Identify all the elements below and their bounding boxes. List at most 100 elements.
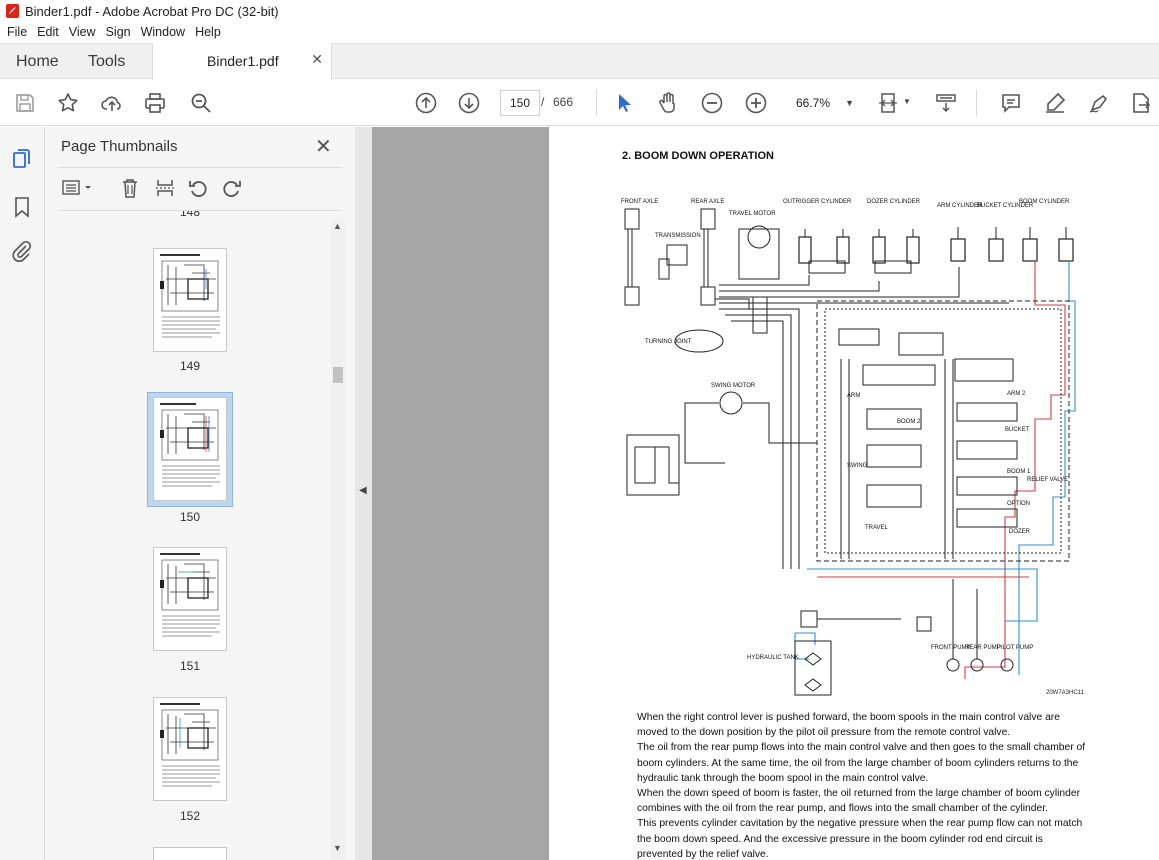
close-panel-icon[interactable]: ✕ [315, 136, 332, 158]
page-thumbnail-151[interactable] [153, 547, 227, 651]
label-outrigger-cylinder: OUTRIGGER CYLINDER [783, 199, 852, 205]
label-rear-axle: REAR AXLE [691, 199, 724, 205]
scroll-down-icon[interactable]: ▼ [333, 843, 342, 853]
thumbnail-label: 152 [179, 809, 201, 823]
comment-icon[interactable] [999, 91, 1023, 115]
menu-edit[interactable]: Edit [37, 25, 59, 39]
menu-help[interactable]: Help [195, 25, 221, 39]
title-bar: Binder1.pdf - Adobe Acrobat Pro DC (32-b… [0, 0, 1159, 22]
highlight-pen-icon[interactable] [1043, 91, 1067, 115]
label-travel: TRAVEL [865, 525, 889, 531]
scroll-up-icon[interactable]: ▲ [333, 221, 342, 231]
sign-pen-icon[interactable] [1087, 91, 1111, 115]
scrollbar-thumb[interactable] [333, 367, 343, 383]
label-arm: ARM [847, 393, 860, 399]
scroll-mode-icon[interactable] [934, 91, 958, 115]
label-transmission: TRANSMISSION [655, 233, 701, 239]
menu-sign[interactable]: Sign [105, 25, 131, 39]
toolbar-divider [976, 90, 977, 116]
page-total: 666 [553, 95, 574, 109]
zoom-level-dropdown[interactable]: 66.7% ▼ [788, 90, 860, 116]
zoom-level-value: 66.7% [796, 96, 831, 110]
select-cursor-icon[interactable] [612, 91, 636, 115]
label-pilot-pump: PILOT PUMP [997, 645, 1033, 651]
menu-window[interactable]: Window [140, 25, 186, 39]
main-toolbar: 150 / 666 66.7% ▼ ▼ [0, 80, 1159, 126]
page-heading: 2. BOOM DOWN OPERATION [622, 150, 774, 162]
print-icon[interactable] [143, 91, 167, 115]
panel-splitter[interactable]: ◀ [355, 127, 372, 860]
label-hydraulic-tank: HYDRAULIC TANK [747, 655, 799, 661]
thumbnail-list: 148 149 [45, 211, 345, 860]
thumbnail-scrollbar[interactable]: ▲ ▼ [331, 219, 345, 860]
close-tab-icon[interactable]: ✕ [311, 51, 323, 67]
zoom-in-icon[interactable] [744, 91, 768, 115]
label-front-pump: FRONT PUMP [931, 645, 971, 651]
chevron-down-icon: ▼ [845, 98, 854, 108]
rotate-left-icon[interactable] [187, 177, 209, 199]
hydraulic-circuit-diagram: FRONT AXLE REAR AXLE TRAVEL MOTOR OUTRIG… [621, 199, 1076, 696]
thumbnail-label: 151 [179, 659, 201, 673]
label-boom-cylinder: BOOM CYLINDER [1019, 199, 1070, 205]
label-arm-cylinder: ARM CYLINDER [937, 203, 983, 209]
page-number-input[interactable]: 150 [500, 90, 540, 116]
label-option: OPTION [1007, 501, 1030, 507]
thumbnail-preview [160, 703, 220, 787]
document-view[interactable]: 2. BOOM DOWN OPERATION FRONT AXLE REAR A… [372, 127, 1159, 860]
panel-toolbar [59, 175, 341, 203]
tab-home[interactable]: Home [16, 53, 59, 70]
label-swing: SWING [847, 463, 868, 469]
thumbnail-preview [160, 254, 220, 338]
hand-tool-icon[interactable] [656, 91, 680, 115]
pdf-app-icon [6, 4, 19, 18]
left-nav-rail [0, 127, 45, 860]
pdf-page: 2. BOOM DOWN OPERATION FRONT AXLE REAR A… [549, 127, 1159, 860]
tab-document[interactable]: Binder1.pdf ✕ [152, 43, 332, 80]
thumbnail-preview [160, 553, 220, 637]
delete-page-icon[interactable] [119, 177, 141, 199]
zoom-out-icon[interactable] [700, 91, 724, 115]
tabs-row: Home Tools Binder1.pdf ✕ [0, 43, 1159, 80]
save-icon[interactable] [13, 91, 37, 115]
extract-page-icon[interactable] [154, 177, 176, 199]
label-turning-joint: TURNING JOINT [645, 339, 692, 345]
label-rear-pump: REAR PUMP [965, 645, 1001, 651]
attachment-icon[interactable] [10, 239, 34, 263]
body-text: When the right control lever is pushed f… [637, 710, 1087, 860]
export-pdf-icon[interactable] [1129, 91, 1153, 115]
label-boom2: BOOM 2 [897, 419, 921, 425]
menu-bar: File Edit View Sign Window Help [0, 22, 1159, 42]
window-title: Binder1.pdf - Adobe Acrobat Pro DC (32-b… [25, 3, 279, 19]
options-menu-icon[interactable] [61, 177, 97, 199]
tab-tools[interactable]: Tools [88, 53, 126, 70]
bookmark-icon[interactable] [10, 195, 34, 219]
figure-id: 20W7A3HC11 [1046, 690, 1084, 696]
toolbar-divider [596, 90, 597, 116]
label-swing-motor: SWING MOTOR [711, 383, 756, 389]
page-thumbnail-149[interactable] [153, 248, 227, 352]
page-thumbnails-icon[interactable] [10, 147, 34, 171]
label-boom1: BOOM 1 [1007, 469, 1031, 475]
fit-dropdown-chevron-icon[interactable]: ▼ [903, 97, 911, 106]
page-thumbnail-153[interactable] [153, 847, 227, 860]
paragraph: When the right control lever is pushed f… [637, 712, 1060, 739]
panel-divider [59, 167, 341, 168]
zoom-search-icon[interactable] [189, 91, 213, 115]
fit-page-icon[interactable] [876, 91, 900, 115]
collapse-panel-icon[interactable]: ◀ [359, 485, 367, 496]
label-dozer-cylinder: DOZER CYLINDER [867, 199, 921, 205]
rotate-right-icon[interactable] [221, 177, 243, 199]
menu-view[interactable]: View [68, 25, 96, 39]
thumbnail-label: 148 [179, 211, 201, 219]
upload-cloud-icon[interactable] [100, 91, 124, 115]
menu-file[interactable]: File [7, 25, 28, 39]
previous-page-icon[interactable] [414, 91, 438, 115]
thumbnail-label: 150 [179, 510, 201, 524]
star-icon[interactable] [56, 91, 80, 115]
page-thumbnail-152[interactable] [153, 697, 227, 801]
panel-title: Page Thumbnails [61, 138, 178, 155]
page-thumbnail-150[interactable] [153, 397, 227, 501]
label-arm2: ARM 2 [1007, 391, 1026, 397]
panel-divider [59, 210, 341, 211]
next-page-icon[interactable] [457, 91, 481, 115]
